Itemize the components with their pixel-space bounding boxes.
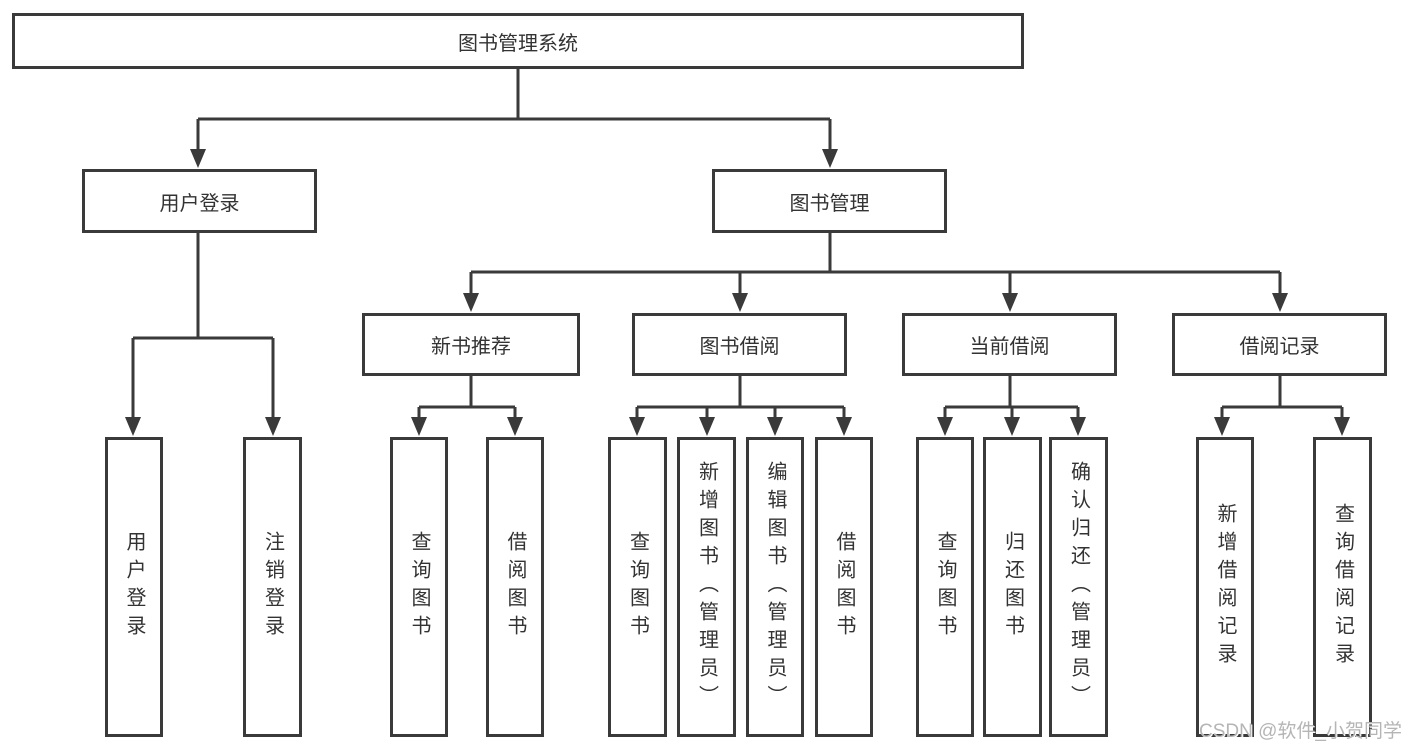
node-book-borrowing: 图书借阅 bbox=[632, 313, 847, 376]
leaf-query-books-newbook: 查询图书 bbox=[390, 437, 448, 737]
leaf-add-book-admin: 新增图书（管理员） bbox=[677, 437, 736, 737]
leaf-add-borrow-record: 新增借阅记录 bbox=[1196, 437, 1254, 737]
connector-book-borrow-children bbox=[629, 376, 852, 436]
connector-current-borrow-children bbox=[937, 376, 1086, 436]
leaf-edit-book-admin-label: 编辑图书（管理员） bbox=[764, 461, 786, 713]
leaf-edit-book-admin: 编辑图书（管理员） bbox=[746, 437, 804, 737]
node-book-borrowing-label: 图书借阅 bbox=[699, 336, 780, 358]
node-book-management-label: 图书管理 bbox=[789, 192, 870, 215]
leaf-borrow-books-newbook: 借阅图书 bbox=[486, 437, 544, 737]
leaf-return-books-label: 归还图书 bbox=[1001, 531, 1024, 643]
leaf-query-books-borrowing: 查询图书 bbox=[608, 437, 667, 737]
node-user-login-label: 用户登录 bbox=[159, 192, 240, 215]
leaf-confirm-return-admin: 确认归还（管理员） bbox=[1049, 437, 1108, 737]
leaf-add-borrow-record-label: 新增借阅记录 bbox=[1214, 503, 1236, 671]
leaf-query-borrow-record-label: 查询借阅记录 bbox=[1331, 503, 1354, 671]
connector-root-to-level2 bbox=[190, 69, 838, 168]
leaf-query-books-current: 查询图书 bbox=[916, 437, 974, 737]
csdn-watermark: CSDN @软件_小贺同学 bbox=[1199, 721, 1402, 742]
leaf-add-book-admin-label: 新增图书（管理员） bbox=[695, 461, 718, 713]
root-node-label: 图书管理系统 bbox=[458, 32, 578, 55]
leaf-borrow-books-newbook-label: 借阅图书 bbox=[504, 531, 526, 643]
leaf-logout-label: 注销登录 bbox=[261, 531, 284, 643]
node-current-borrowing: 当前借阅 bbox=[902, 313, 1117, 376]
root-node-library-management-system: 图书管理系统 bbox=[12, 13, 1024, 69]
node-borrowing-records: 借阅记录 bbox=[1172, 313, 1387, 376]
connector-new-book-children bbox=[411, 376, 523, 436]
leaf-user-login-label: 用户登录 bbox=[123, 531, 145, 643]
connector-book-mgmt-children bbox=[463, 232, 1288, 312]
node-book-management: 图书管理 bbox=[712, 169, 947, 233]
leaf-query-books-current-label: 查询图书 bbox=[934, 531, 956, 643]
leaf-borrow-books-borrowing: 借阅图书 bbox=[815, 437, 873, 737]
leaf-borrow-books-borrowing-label: 借阅图书 bbox=[833, 531, 855, 643]
connector-borrow-record-children bbox=[1214, 376, 1350, 436]
leaf-query-books-newbook-label: 查询图书 bbox=[408, 531, 430, 643]
leaf-query-books-borrowing-label: 查询图书 bbox=[626, 531, 649, 643]
node-borrowing-records-label: 借阅记录 bbox=[1239, 336, 1320, 358]
leaf-confirm-return-admin-label: 确认归还（管理员） bbox=[1067, 461, 1090, 713]
leaf-query-borrow-record: 查询借阅记录 bbox=[1313, 437, 1372, 737]
node-new-book-recommendation-label: 新书推荐 bbox=[431, 336, 511, 358]
connector-user-login-children bbox=[125, 233, 281, 436]
node-current-borrowing-label: 当前借阅 bbox=[969, 336, 1050, 358]
node-user-login: 用户登录 bbox=[82, 169, 317, 233]
leaf-user-login: 用户登录 bbox=[105, 437, 163, 737]
node-new-book-recommendation: 新书推荐 bbox=[362, 313, 580, 376]
leaf-logout: 注销登录 bbox=[243, 437, 302, 737]
leaf-return-books: 归还图书 bbox=[983, 437, 1042, 737]
